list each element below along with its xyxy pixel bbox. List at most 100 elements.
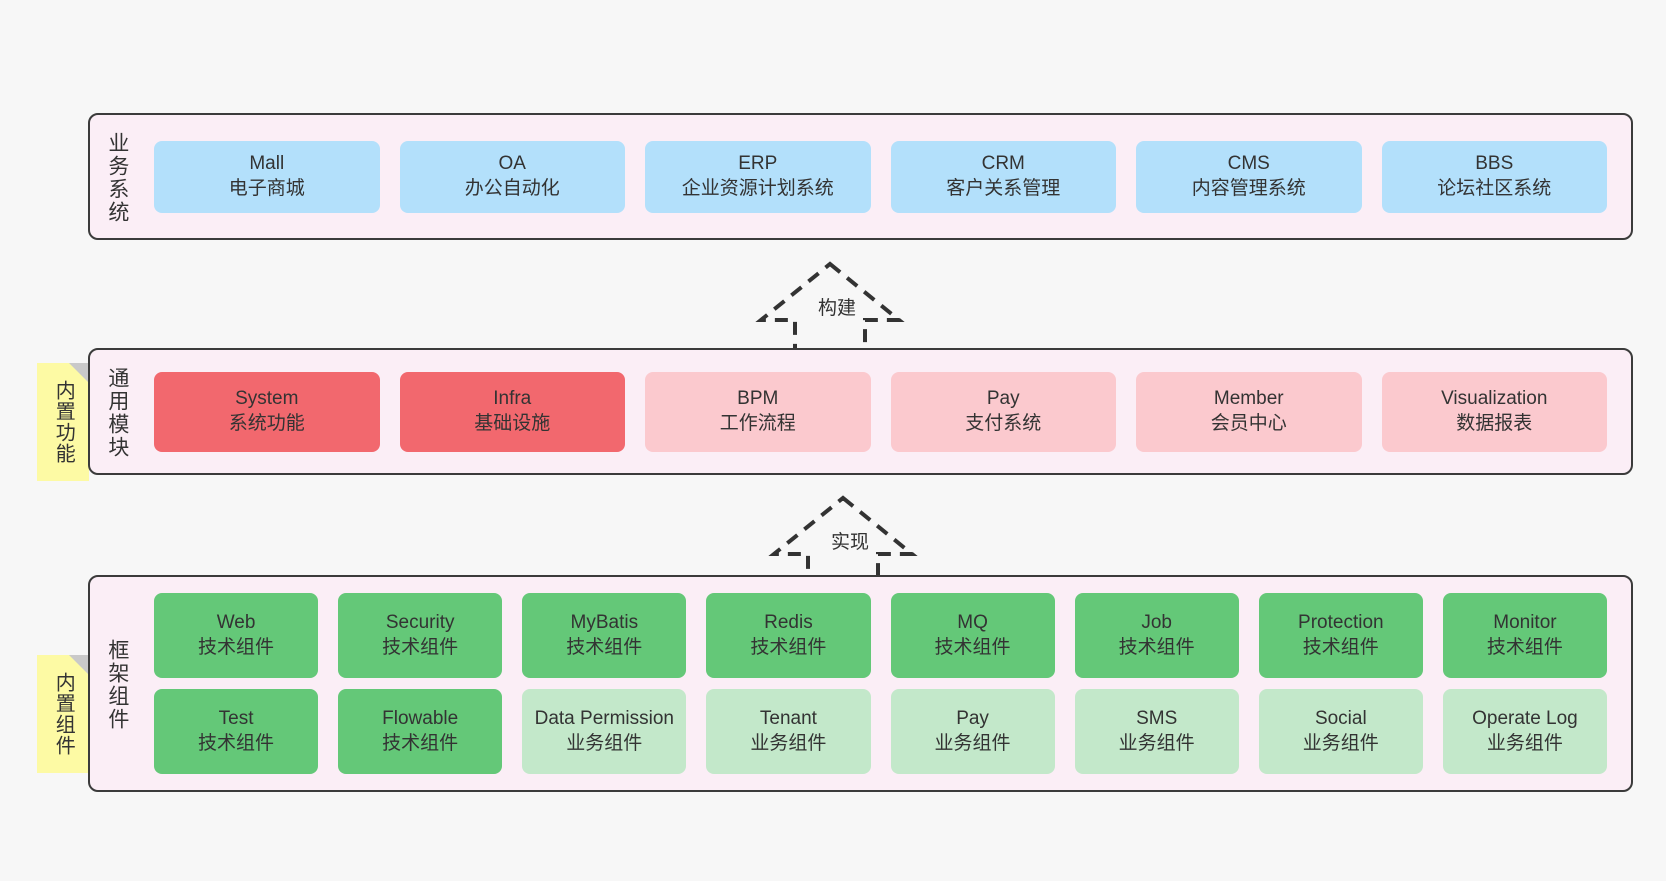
card-subtitle: 内容管理系统	[1191, 177, 1306, 199]
card-title: Redis	[764, 611, 813, 633]
note-builtin-component: 内置组件	[37, 655, 89, 773]
card-row: Test 技术组件 Flowable 技术组件 Data Permission …	[144, 689, 1617, 774]
card-title: Member	[1213, 387, 1284, 409]
card-title: Tenant	[759, 707, 817, 729]
card-subtitle: 支付系统	[965, 412, 1042, 434]
card-subtitle: 技术组件	[198, 636, 275, 658]
card-title: CRM	[981, 152, 1025, 174]
card-tenant[interactable]: Tenant 业务组件	[706, 689, 871, 774]
card-subtitle: 办公自动化	[464, 177, 560, 199]
card-title: ERP	[738, 152, 778, 174]
card-subtitle: 技术组件	[382, 636, 459, 658]
card-crm[interactable]: CRM 客户关系管理	[890, 140, 1116, 213]
layer-title-business: 业务系统	[105, 131, 129, 224]
card-title: Job	[1141, 611, 1172, 633]
card-title: CMS	[1227, 152, 1270, 174]
card-subtitle: 工作流程	[719, 412, 796, 434]
card-title: Pay	[956, 707, 989, 729]
card-job[interactable]: Job 技术组件	[1074, 593, 1239, 678]
arrow-build: 构建	[755, 258, 905, 354]
card-title: OA	[498, 152, 526, 174]
card-title: MQ	[957, 611, 988, 633]
card-cms[interactable]: CMS 内容管理系统	[1136, 140, 1362, 213]
card-subtitle: 技术组件	[566, 636, 643, 658]
card-sms[interactable]: SMS 业务组件	[1074, 689, 1239, 774]
card-subtitle: 客户关系管理	[946, 177, 1061, 199]
card-subtitle: 业务组件	[566, 732, 643, 754]
layer-framework-components: 框架组件 Web 技术组件 Security 技术组件 MyBatis 技术组件…	[88, 575, 1633, 792]
card-erp[interactable]: ERP 企业资源计划系统	[645, 140, 871, 213]
card-flowable[interactable]: Flowable 技术组件	[338, 689, 503, 774]
card-title: Mall	[249, 152, 285, 174]
card-subtitle: 业务组件	[1118, 732, 1195, 754]
layer-title-general: 通用模块	[105, 366, 129, 459]
card-title: Monitor	[1493, 611, 1557, 633]
card-security[interactable]: Security 技术组件	[338, 593, 503, 678]
card-title: BBS	[1475, 152, 1514, 174]
card-subtitle: 技术组件	[1302, 636, 1379, 658]
card-title: BPM	[737, 387, 779, 409]
arrow-implement: 实现	[768, 492, 918, 588]
card-title: SMS	[1136, 707, 1178, 729]
card-data-permission[interactable]: Data Permission 业务组件	[522, 689, 687, 774]
card-subtitle: 系统功能	[228, 412, 305, 434]
layer-general-modules: 通用模块 System 系统功能 Infra 基础设施 BPM 工作流程 Pay…	[88, 348, 1633, 475]
card-subtitle: 电子商城	[228, 177, 305, 199]
card-visualization[interactable]: Visualization 数据报表	[1381, 371, 1607, 452]
layer-card-area-general: System 系统功能 Infra 基础设施 BPM 工作流程 Pay 支付系统…	[144, 350, 1631, 473]
card-web[interactable]: Web 技术组件	[154, 593, 319, 678]
card-subtitle: 业务组件	[1486, 732, 1563, 754]
note-label: 内置组件	[52, 672, 75, 756]
layer-title-framework: 框架组件	[105, 638, 129, 731]
card-title: Visualization	[1441, 387, 1548, 409]
card-title: Data Permission	[534, 707, 674, 729]
layer-business-systems: 业务系统 Mall 电子商城 OA 办公自动化 ERP 企业资源计划系统 CRM…	[88, 113, 1633, 240]
card-title: Web	[216, 611, 256, 633]
card-subtitle: 技术组件	[750, 636, 827, 658]
arrow-build-label: 构建	[815, 299, 860, 318]
card-row: Web 技术组件 Security 技术组件 MyBatis 技术组件 Redi…	[144, 593, 1617, 678]
card-title: Social	[1314, 707, 1367, 729]
card-member[interactable]: Member 会员中心	[1136, 371, 1362, 452]
card-subtitle: 基础设施	[474, 412, 551, 434]
card-subtitle: 业务组件	[1302, 732, 1379, 754]
card-subtitle: 技术组件	[1486, 636, 1563, 658]
card-subtitle: 技术组件	[198, 732, 275, 754]
note-builtin-function: 内置功能	[37, 363, 89, 481]
layer-card-area-framework: Web 技术组件 Security 技术组件 MyBatis 技术组件 Redi…	[144, 577, 1631, 790]
card-subtitle: 业务组件	[934, 732, 1011, 754]
card-oa[interactable]: OA 办公自动化	[399, 140, 625, 213]
card-subtitle: 技术组件	[1118, 636, 1195, 658]
card-title: Test	[218, 707, 254, 729]
arrow-implement-label: 实现	[828, 533, 873, 552]
card-title: Operate Log	[1472, 707, 1578, 729]
card-redis[interactable]: Redis 技术组件	[706, 593, 871, 678]
card-test[interactable]: Test 技术组件	[154, 689, 319, 774]
layer-card-area-business: Mall 电子商城 OA 办公自动化 ERP 企业资源计划系统 CRM 客户关系…	[144, 115, 1631, 238]
card-subtitle: 企业资源计划系统	[681, 177, 834, 199]
card-mybatis[interactable]: MyBatis 技术组件	[522, 593, 687, 678]
card-social[interactable]: Social 业务组件	[1258, 689, 1423, 774]
card-subtitle: 数据报表	[1456, 412, 1533, 434]
card-operate-log[interactable]: Operate Log 业务组件	[1442, 689, 1607, 774]
card-title: Protection	[1298, 611, 1384, 633]
card-system[interactable]: System 系统功能	[154, 371, 380, 452]
card-monitor[interactable]: Monitor 技术组件	[1442, 593, 1607, 678]
card-bbs[interactable]: BBS 论坛社区系统	[1381, 140, 1607, 213]
card-title: Infra	[493, 387, 532, 409]
card-subtitle: 论坛社区系统	[1437, 177, 1552, 199]
card-mq[interactable]: MQ 技术组件	[890, 593, 1055, 678]
note-label: 内置功能	[52, 380, 75, 464]
card-pay-component[interactable]: Pay 业务组件	[890, 689, 1055, 774]
card-title: System	[235, 387, 299, 409]
card-title: Security	[385, 611, 455, 633]
card-infra[interactable]: Infra 基础设施	[399, 371, 625, 452]
card-bpm[interactable]: BPM 工作流程	[645, 371, 871, 452]
card-subtitle: 业务组件	[750, 732, 827, 754]
card-mall[interactable]: Mall 电子商城	[154, 140, 380, 213]
card-protection[interactable]: Protection 技术组件	[1258, 593, 1423, 678]
card-pay[interactable]: Pay 支付系统	[890, 371, 1116, 452]
card-row: Mall 电子商城 OA 办公自动化 ERP 企业资源计划系统 CRM 客户关系…	[144, 140, 1617, 213]
card-subtitle: 会员中心	[1210, 412, 1287, 434]
